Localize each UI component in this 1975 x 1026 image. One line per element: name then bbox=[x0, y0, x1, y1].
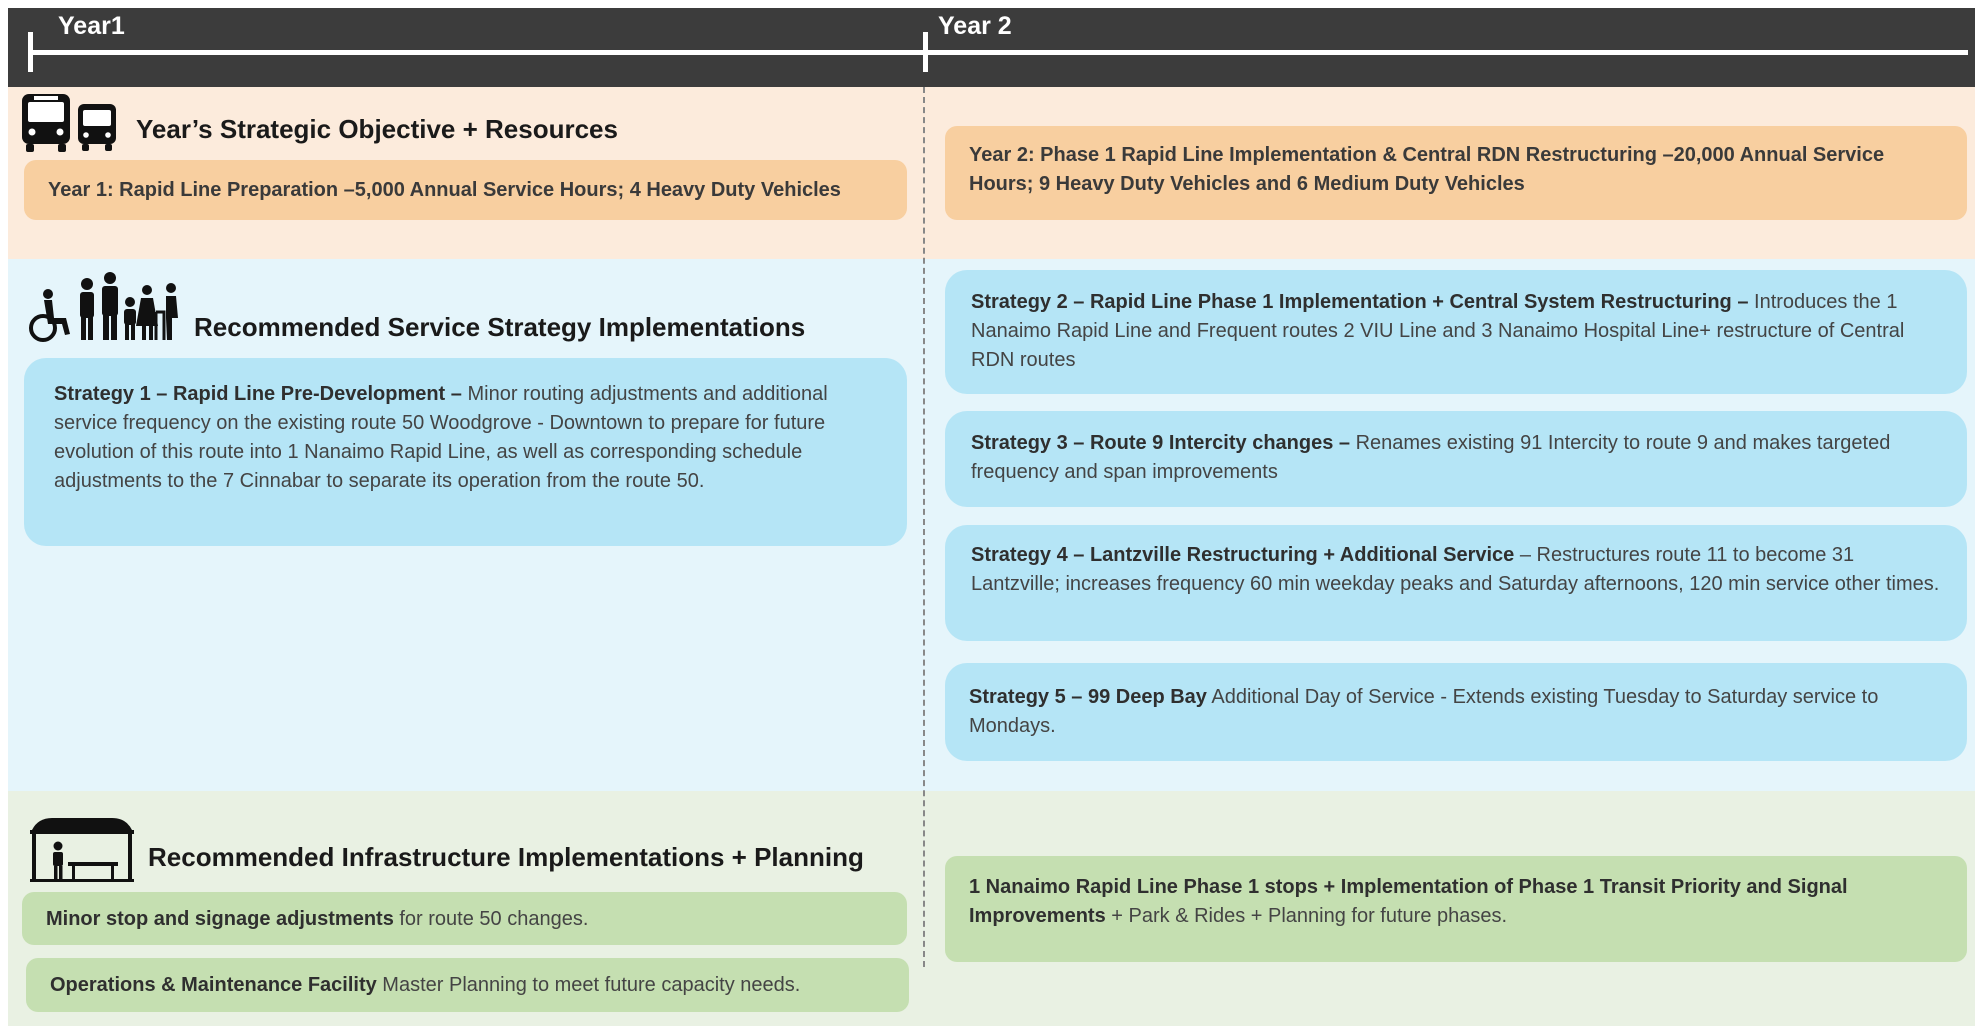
bus-shelter-icon bbox=[30, 818, 134, 882]
year2-label: Year 2 bbox=[938, 12, 1012, 40]
strategy-2-box: Strategy 2 – Rapid Line Phase 1 Implemen… bbox=[945, 270, 1967, 394]
timeline-line bbox=[28, 50, 1968, 55]
timeline-header: Year1 Year 2 bbox=[8, 8, 1975, 87]
infrastructure-3-heading: 1 Nanaimo Rapid Line Phase 1 stops + Imp… bbox=[969, 876, 1848, 927]
strategy-5-text: Additional Day of Service - Extends exis… bbox=[969, 686, 1879, 737]
strategy-title: Recommended Service Strategy Implementat… bbox=[194, 312, 806, 342]
strategy-4-heading: Strategy 4 – Lantzville Restructuring + … bbox=[971, 544, 1515, 566]
strategy-2-text: Introduces the 1 Nanaimo Rapid Line and … bbox=[971, 291, 1905, 371]
bus-icon bbox=[22, 94, 116, 152]
strategy-1-text: Minor routing adjustments and additional… bbox=[54, 383, 828, 492]
strategy-2-heading: Strategy 2 – Rapid Line Phase 1 Implemen… bbox=[971, 291, 1749, 313]
infrastructure-2-text: Master Planning to meet future capacity … bbox=[376, 974, 801, 996]
infrastructure-1-box: Minor stop and signage adjustments for r… bbox=[22, 892, 907, 945]
infrastructure-1-heading: Minor stop and signage adjustments bbox=[46, 908, 394, 930]
objective-year2-text: Year 2: Phase 1 Rapid Line Implementatio… bbox=[969, 144, 1885, 195]
infrastructure-2-heading: Operations & Maintenance Facility bbox=[50, 974, 377, 996]
strategy-4-box: Strategy 4 – Lantzville Restructuring + … bbox=[945, 525, 1967, 641]
timeline-tick-year1 bbox=[28, 32, 33, 72]
infrastructure-3-text: + Park & Rides + Planning for future pha… bbox=[1105, 905, 1508, 927]
year-divider bbox=[923, 87, 925, 967]
strategy-1-heading: Strategy 1 – Rapid Line Pre-Development … bbox=[54, 383, 462, 405]
objective-year2-box: Year 2: Phase 1 Rapid Line Implementatio… bbox=[945, 126, 1967, 220]
strategy-3-box: Strategy 3 – Route 9 Intercity changes –… bbox=[945, 411, 1967, 507]
people-icon bbox=[29, 272, 178, 342]
infrastructure-3-box: 1 Nanaimo Rapid Line Phase 1 stops + Imp… bbox=[945, 856, 1967, 962]
objective-title: Year’s Strategic Objective + Resources bbox=[136, 114, 618, 144]
strategy-5-box: Strategy 5 – 99 Deep Bay Additional Day … bbox=[945, 663, 1967, 761]
infrastructure-title: Recommended Infrastructure Implementatio… bbox=[148, 842, 864, 872]
year1-label: Year1 bbox=[58, 12, 125, 40]
timeline-tick-year2 bbox=[923, 32, 928, 72]
infrastructure-2-box: Operations & Maintenance Facility Master… bbox=[26, 958, 909, 1012]
strategy-1-box: Strategy 1 – Rapid Line Pre-Development … bbox=[24, 358, 907, 546]
strategy-5-heading: Strategy 5 – 99 Deep Bay bbox=[969, 686, 1207, 708]
infrastructure-1-text: for route 50 changes. bbox=[393, 908, 589, 930]
objective-year1-box: Year 1: Rapid Line Preparation –5,000 An… bbox=[24, 160, 907, 220]
strategy-4-text: – Restructures route 11 to become 31 Lan… bbox=[971, 544, 1940, 595]
strategy-3-heading: Strategy 3 – Route 9 Intercity changes – bbox=[971, 432, 1351, 454]
objective-year1-text: Year 1: Rapid Line Preparation –5,000 An… bbox=[48, 179, 841, 201]
strategy-3-text: Renames existing 91 Intercity to route 9… bbox=[971, 432, 1891, 483]
